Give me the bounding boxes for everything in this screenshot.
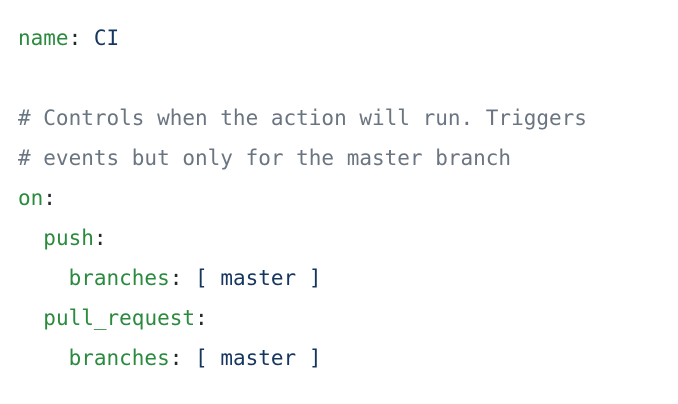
code-line: # Controls when the action will run. Tri…	[18, 98, 678, 138]
token-plain	[18, 306, 43, 330]
token-comment: # events but only for the master branch	[18, 146, 512, 170]
code-line: # events but only for the master branch	[18, 138, 678, 178]
token-key: branches	[68, 346, 170, 370]
token-value: CI	[93, 26, 120, 50]
token-key: on	[18, 186, 44, 210]
code-line: branches: [ master ]	[18, 338, 678, 378]
token-value: [ master ]	[195, 266, 322, 290]
token-punct: :	[195, 306, 208, 330]
token-punct: :	[169, 346, 183, 370]
token-key: pull_request	[43, 306, 196, 330]
token-plain	[18, 266, 69, 290]
token-plain	[81, 26, 94, 50]
token-punct: :	[169, 266, 183, 290]
token-plain	[182, 266, 195, 290]
token-key: name	[18, 26, 69, 50]
token-plain	[182, 346, 195, 370]
code-line	[18, 58, 678, 98]
token-plain	[18, 346, 69, 370]
code-line: on:	[18, 178, 678, 218]
token-comment: # Controls when the action will run. Tri…	[18, 106, 587, 130]
token-punct: :	[68, 26, 82, 50]
code-line: branches: [ master ]	[18, 258, 678, 298]
code-line: push:	[18, 218, 678, 258]
code-line: name: CI	[18, 18, 678, 58]
token-key: branches	[68, 266, 170, 290]
token-punct: :	[43, 186, 56, 210]
code-line: pull_request:	[18, 298, 678, 338]
token-punct: :	[93, 226, 107, 250]
token-plain	[18, 226, 43, 250]
token-key: push	[43, 226, 94, 250]
token-value: [ master ]	[195, 346, 322, 370]
